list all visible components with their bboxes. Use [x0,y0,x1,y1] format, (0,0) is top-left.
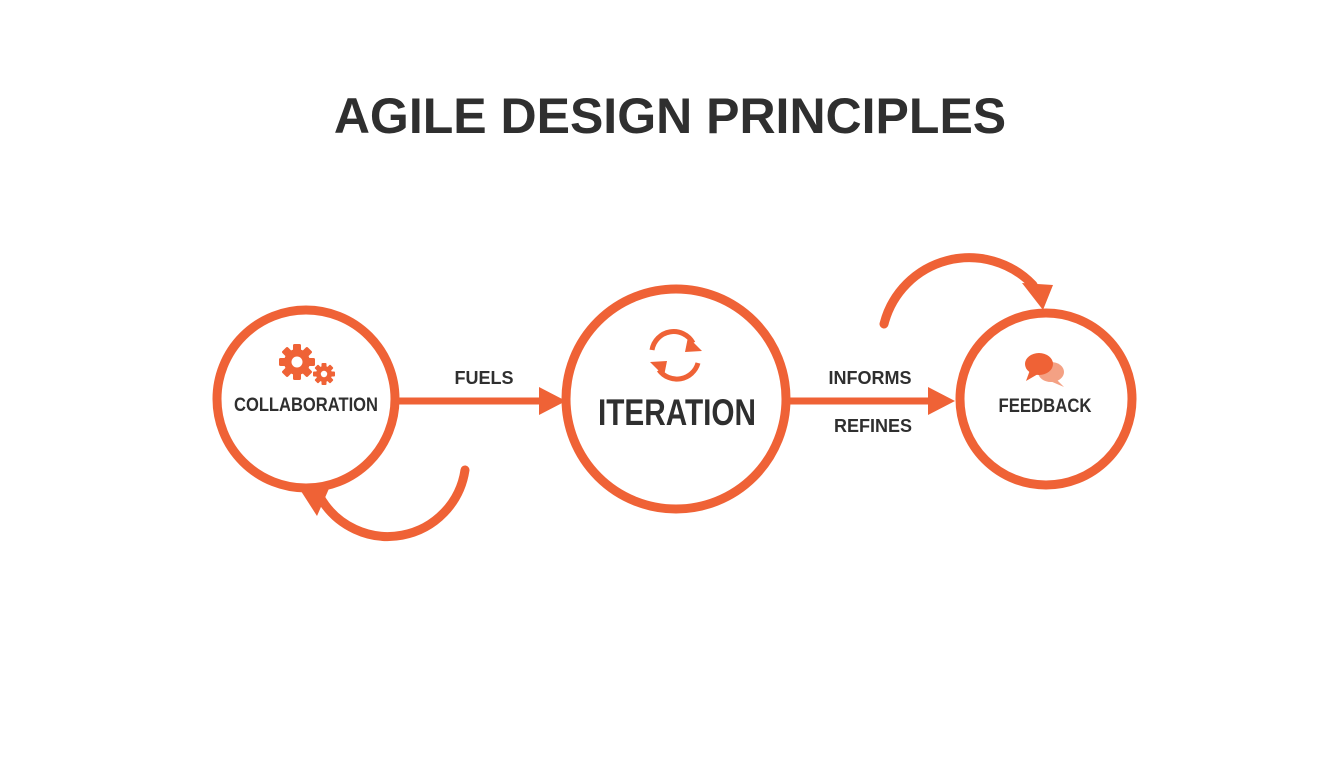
feedback-node: FEEDBACK [955,308,1137,490]
iteration-label: ITERATION [598,392,756,433]
page-title: AGILE DESIGN PRINCIPLES [334,88,1006,144]
collaboration-loop-arrow [299,465,470,541]
refines-label: REFINES [834,416,912,436]
refresh-cycle-icon [649,329,702,382]
feedback-circle [955,308,1137,490]
feedback-label: FEEDBACK [999,396,1092,417]
collaboration-node: COLLABORATION [212,305,400,493]
informs-label: INFORMS [829,368,912,388]
collaboration-label: COLLABORATION [234,395,378,416]
informs-arrow [790,387,955,415]
fuels-arrow [394,387,566,415]
fuels-label: FUELS [454,368,513,388]
gears-icon [279,344,335,385]
iteration-circle [561,284,791,514]
chat-bubbles-icon [1025,353,1064,387]
iteration-node: ITERATION [561,284,791,514]
feedback-loop-arrow [879,253,1053,329]
